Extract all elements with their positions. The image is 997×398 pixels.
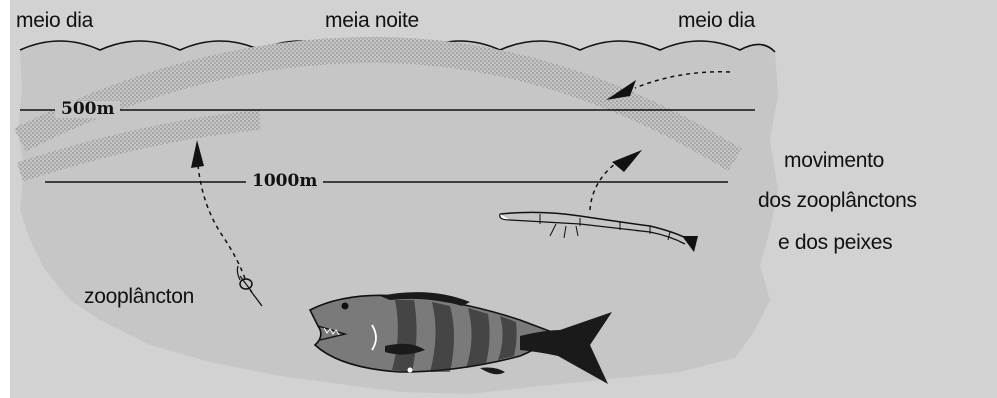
legend-line-1: movimento (784, 150, 884, 171)
label-zooplankton: zooplâncton (84, 286, 194, 307)
fish-eye (342, 303, 349, 310)
label-meio-dia-left: meio dia (16, 10, 93, 31)
fish-bubble (408, 368, 413, 373)
left-border (0, 0, 10, 398)
label-depth-1000: 1000m (246, 173, 323, 190)
legend-line-3: e dos peixes (778, 232, 892, 253)
label-meia-noite: meia noite (325, 10, 419, 31)
legend-line-2: dos zooplânctons (758, 190, 917, 211)
label-depth-500: 500m (55, 101, 120, 118)
label-meio-dia-right: meio dia (678, 10, 755, 31)
